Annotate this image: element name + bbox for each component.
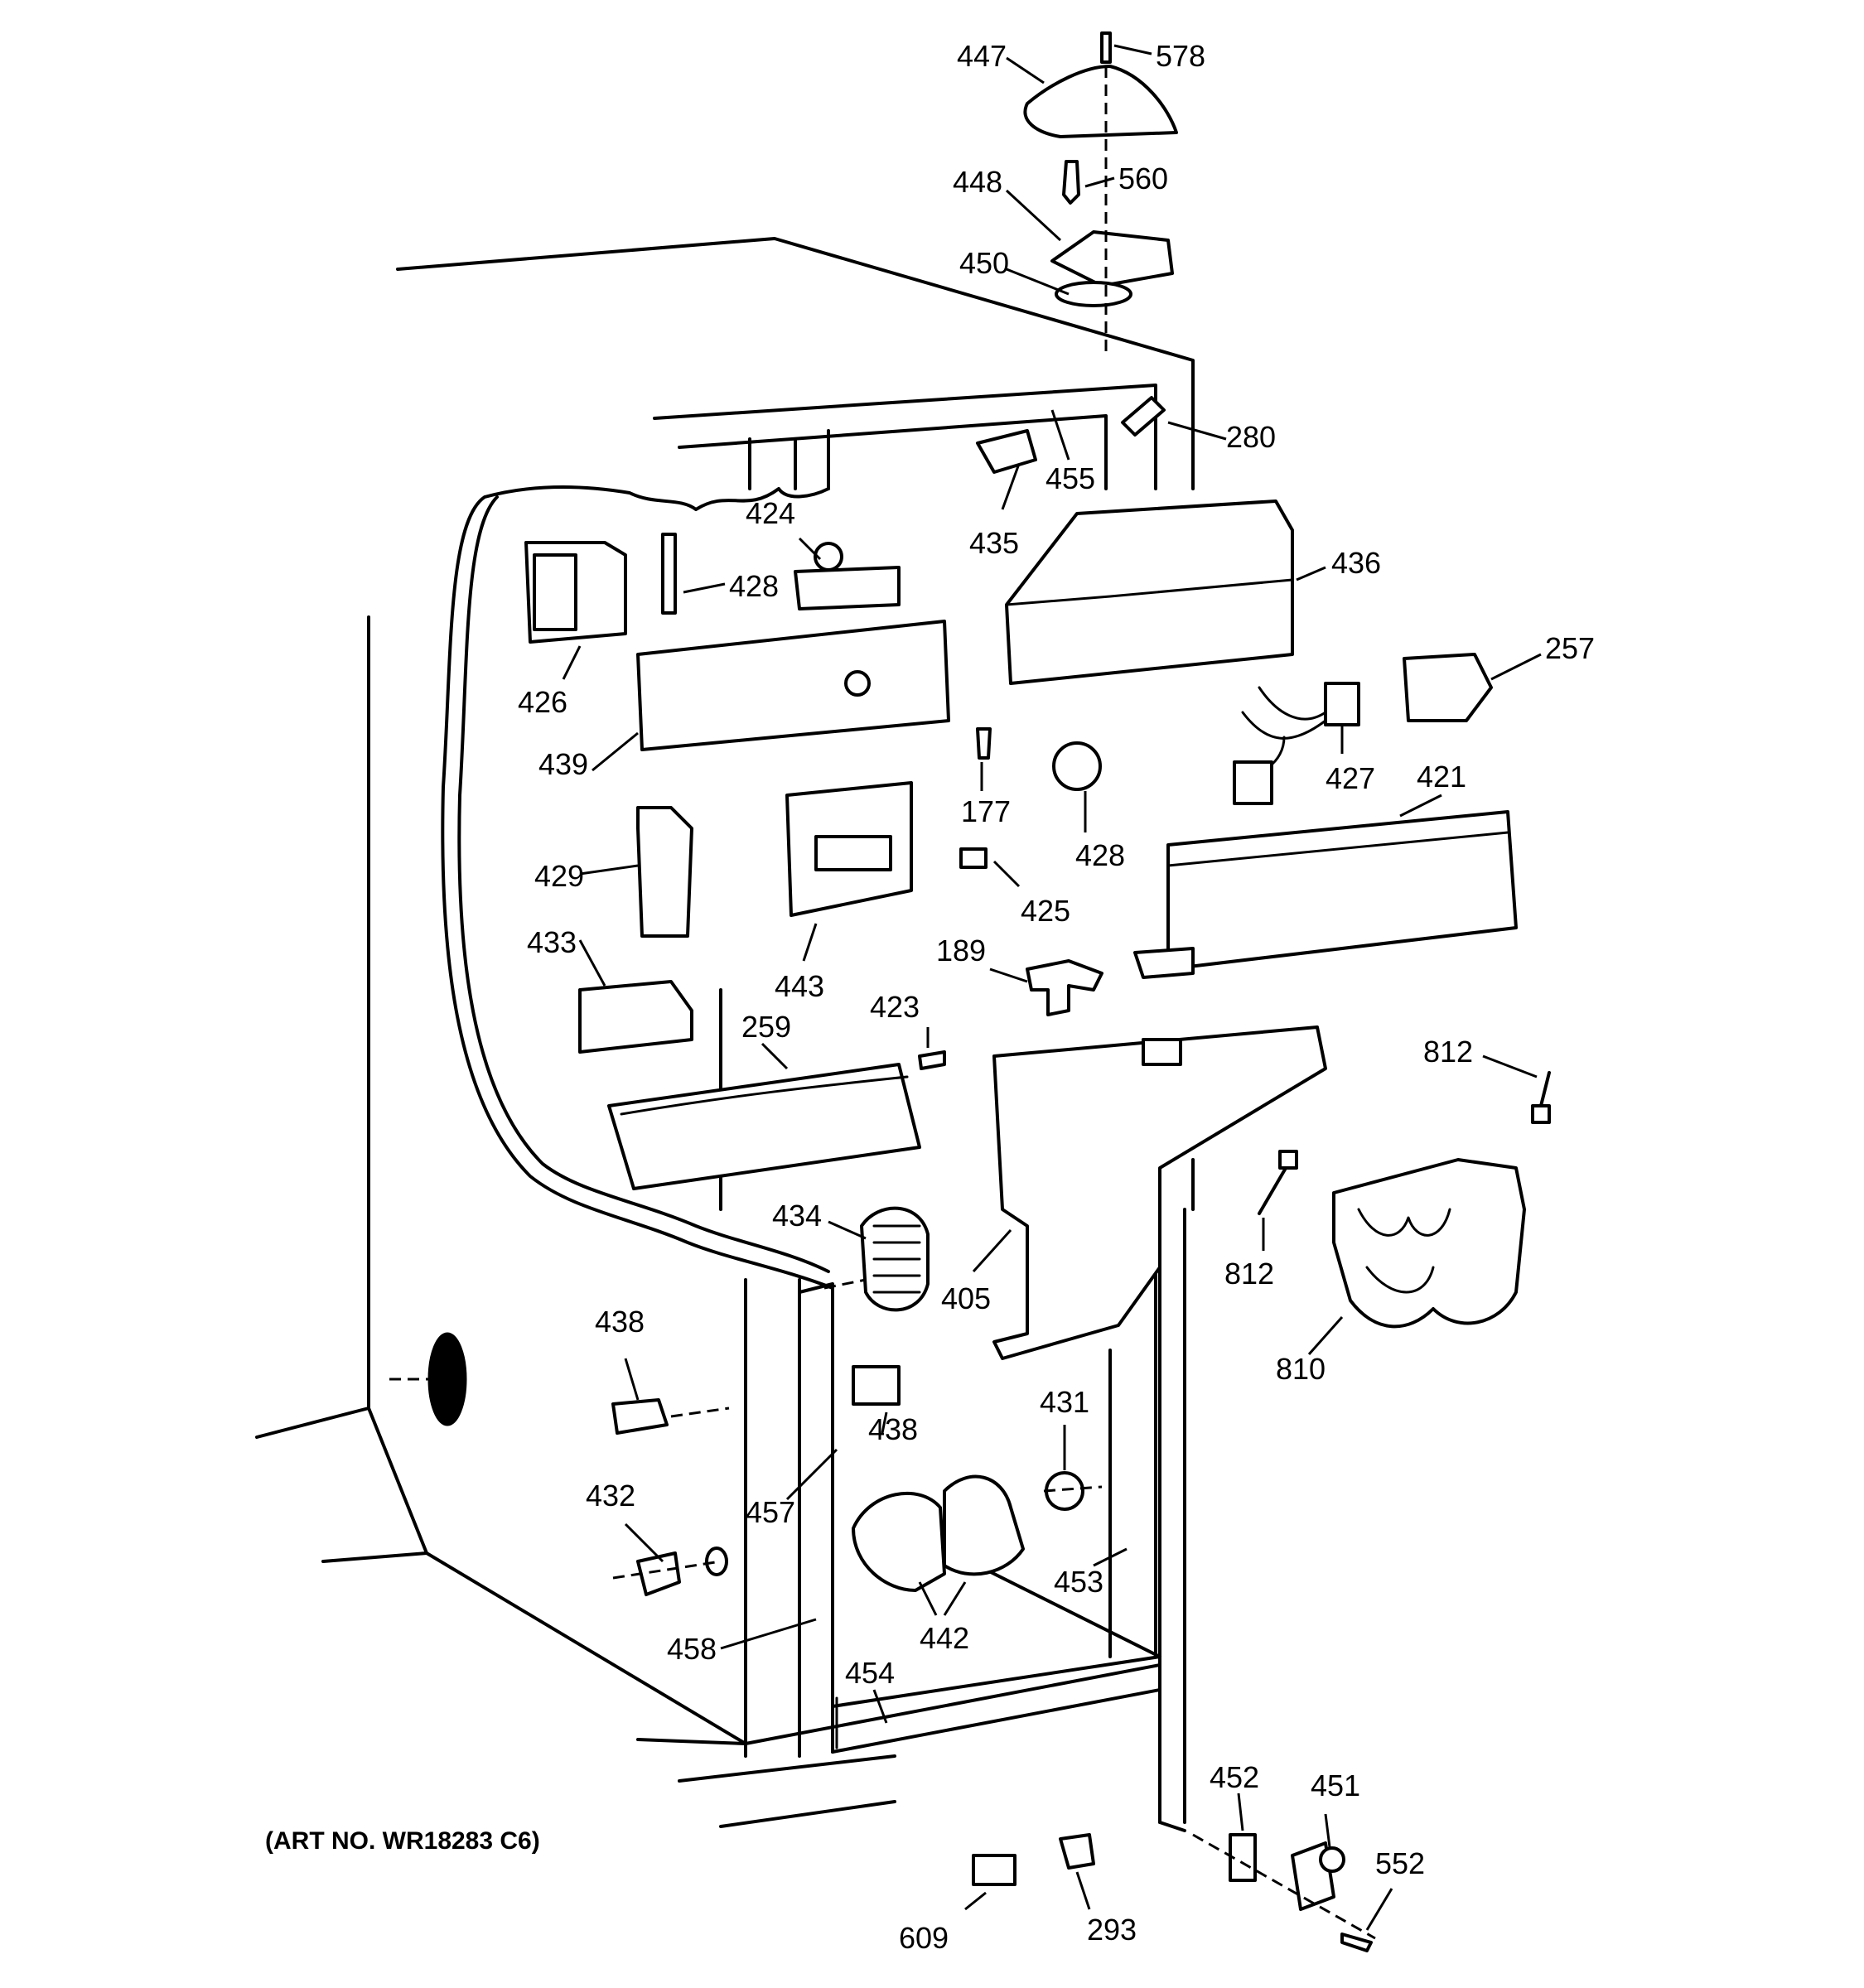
callout-426: 426 xyxy=(518,685,567,719)
callout-438-right: 438 xyxy=(868,1412,918,1446)
callout-443: 443 xyxy=(775,969,824,1003)
callout-452: 452 xyxy=(1210,1760,1259,1794)
leader-lines xyxy=(562,44,1542,1931)
callout-259: 259 xyxy=(741,1010,791,1044)
callout-447: 447 xyxy=(957,39,1007,73)
callout-450: 450 xyxy=(959,246,1009,280)
callout-552: 552 xyxy=(1375,1846,1425,1880)
callout-257: 257 xyxy=(1545,631,1595,665)
callout-438-left: 438 xyxy=(595,1305,645,1339)
callout-labels: 578 447 560 448 450 280 455 435 436 424 … xyxy=(518,39,1595,1955)
callout-431: 431 xyxy=(1040,1385,1089,1419)
callout-435: 435 xyxy=(969,526,1019,560)
callout-424: 424 xyxy=(746,496,795,530)
callout-421: 421 xyxy=(1417,760,1466,794)
callout-280: 280 xyxy=(1226,420,1276,454)
callout-425: 425 xyxy=(1021,894,1070,928)
callout-177: 177 xyxy=(961,794,1011,828)
callout-578: 578 xyxy=(1156,39,1205,73)
callout-432: 432 xyxy=(586,1479,635,1513)
callout-429: 429 xyxy=(534,859,584,893)
callout-293: 293 xyxy=(1087,1913,1137,1947)
callout-434: 434 xyxy=(772,1199,822,1233)
callout-436: 436 xyxy=(1331,546,1381,580)
callout-439: 439 xyxy=(538,747,588,781)
part-shapes xyxy=(524,31,1551,1952)
callout-453: 453 xyxy=(1054,1565,1103,1599)
callout-428-lower: 428 xyxy=(1075,838,1125,872)
art-number: (ART NO. WR18283 C6) xyxy=(265,1827,540,1855)
callout-405: 405 xyxy=(941,1281,991,1315)
callout-457: 457 xyxy=(746,1495,795,1529)
callout-609: 609 xyxy=(899,1921,949,1955)
callout-810: 810 xyxy=(1276,1352,1326,1386)
callout-812-upper: 812 xyxy=(1423,1035,1473,1069)
callout-442: 442 xyxy=(920,1621,969,1655)
callout-448: 448 xyxy=(953,165,1002,199)
callout-458: 458 xyxy=(667,1632,717,1666)
callout-451: 451 xyxy=(1311,1768,1360,1802)
callout-433: 433 xyxy=(527,925,577,959)
callout-428-upper: 428 xyxy=(729,569,779,603)
callout-560: 560 xyxy=(1118,162,1168,195)
callout-455: 455 xyxy=(1045,461,1095,495)
assembly-lines xyxy=(389,66,1376,1940)
callout-812-lower: 812 xyxy=(1224,1257,1274,1291)
cabinet-outline xyxy=(255,237,1195,1832)
callout-189: 189 xyxy=(936,934,986,967)
callout-427: 427 xyxy=(1326,761,1375,795)
callout-423: 423 xyxy=(870,990,920,1024)
callout-454: 454 xyxy=(845,1656,895,1690)
